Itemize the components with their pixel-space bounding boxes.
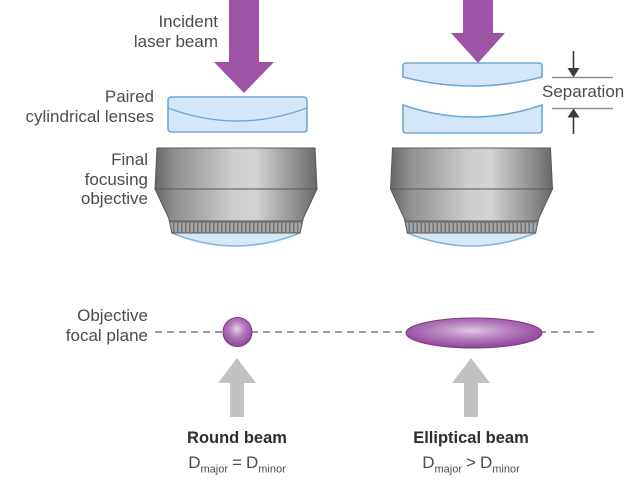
elliptical-beam-title: Elliptical beam bbox=[413, 429, 529, 447]
focusing-objective-right bbox=[389, 147, 554, 247]
laser-down-arrow-icon-left bbox=[214, 0, 274, 93]
separation-arrow-up-icon bbox=[567, 108, 580, 118]
separated-lens-top bbox=[402, 62, 543, 87]
pointer-up-arrow-icon-round bbox=[218, 358, 256, 417]
paired-lenses-separated bbox=[402, 62, 543, 134]
round-beam-title: Round beam bbox=[187, 429, 287, 447]
laser-down-arrow-icon-right bbox=[451, 0, 505, 63]
final-focusing-objective-label: Final focusing objective bbox=[80, 150, 148, 209]
separation-dimension bbox=[552, 51, 613, 134]
separated-lens-bottom bbox=[402, 103, 543, 134]
incident-laser-beam-label: Incident laser beam bbox=[133, 12, 218, 51]
pointer-up-arrow-icon-elliptical bbox=[452, 358, 490, 417]
paired-cylindrical-lenses-label: Paired cylindrical lenses bbox=[25, 87, 155, 126]
elliptical-beam-spot bbox=[405, 317, 543, 349]
paired-lenses-touching bbox=[167, 96, 308, 133]
focusing-objective-left bbox=[154, 147, 318, 247]
round-beam-formula: Dmajor=Dminor bbox=[188, 453, 286, 476]
objective-focal-plane-label: Objective focal plane bbox=[65, 306, 148, 345]
separation-label: Separation bbox=[542, 82, 625, 101]
elliptical-beam-formula: Dmajor>Dminor bbox=[422, 453, 520, 476]
separation-arrow-down-icon bbox=[567, 68, 580, 78]
round-beam-spot bbox=[222, 317, 253, 347]
